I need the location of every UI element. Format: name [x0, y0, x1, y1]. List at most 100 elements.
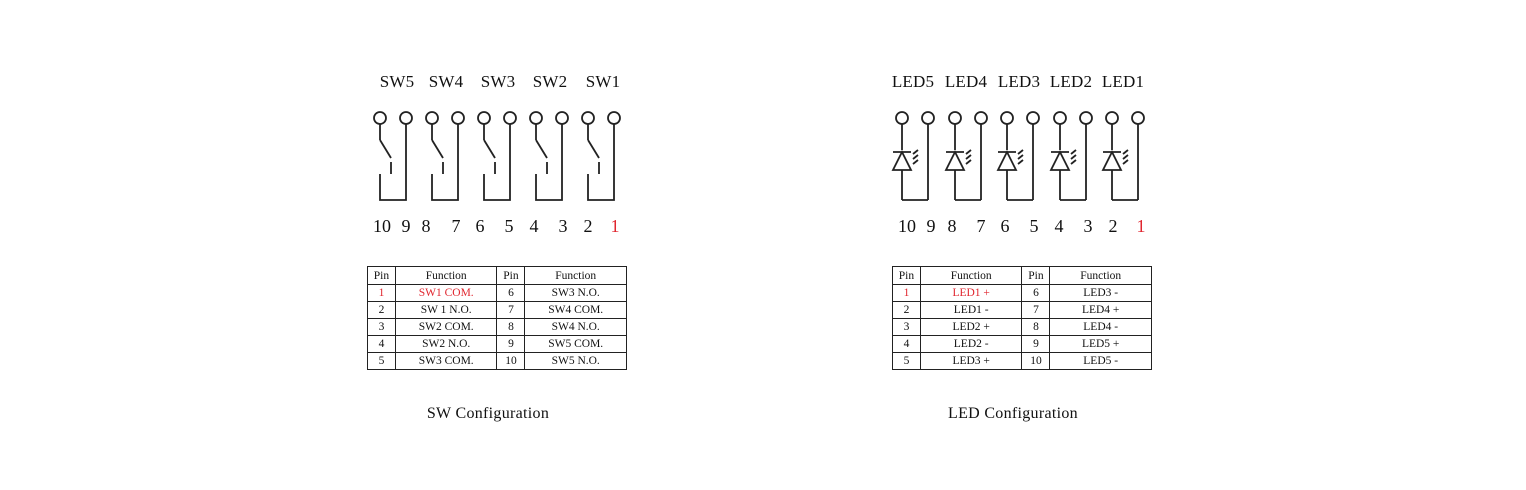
led-channel-labels: LED5 LED4 LED3 LED2 LED1 — [885, 72, 1165, 96]
pin-number: 9 — [926, 216, 936, 236]
sw-channel-label: SW1 — [585, 72, 621, 91]
led-channel-label: LED2 — [1049, 72, 1093, 91]
pin-number-highlighted: 1 — [610, 216, 620, 236]
switch-sw1-symbol — [581, 111, 621, 201]
pin-number: 10 — [373, 216, 391, 236]
table-cell: 7 — [1021, 301, 1051, 319]
column-header: Function — [1049, 266, 1152, 285]
table-cell: LED5 - — [1049, 352, 1152, 370]
table-cell: SW5 COM. — [524, 335, 627, 353]
sw-pin-function-table: Pin Function Pin Function 1 SW1 COM. 6 S… — [367, 266, 627, 370]
led-led1-symbol — [1101, 111, 1145, 201]
table-cell: 9 — [496, 335, 526, 353]
table-cell: 3 — [367, 318, 396, 336]
table-cell: SW3 N.O. — [524, 284, 627, 302]
pin-number: 4 — [1054, 216, 1064, 236]
table-cell: SW 1 N.O. — [394, 301, 498, 319]
table-cell: LED3 + — [919, 352, 1023, 370]
sw-switch-schematic — [373, 111, 621, 201]
led-configuration-panel: LED5 LED4 LED3 LED2 LED1 — [885, 0, 1165, 490]
led-led4-symbol — [944, 111, 988, 201]
table-row: 5 LED3 + 10 LED5 - — [892, 352, 1152, 370]
column-header: Pin — [892, 266, 921, 285]
table-cell: SW4 N.O. — [524, 318, 627, 336]
sw-channel-label: SW4 — [428, 72, 464, 91]
pin-number: 2 — [583, 216, 593, 236]
table-cell: LED2 + — [919, 318, 1023, 336]
pin-number: 3 — [558, 216, 568, 236]
table-cell: 8 — [496, 318, 526, 336]
table-cell: 5 — [367, 352, 396, 370]
pin-number: 5 — [1029, 216, 1039, 236]
led-channel-label: LED1 — [1101, 72, 1145, 91]
table-cell: 8 — [1021, 318, 1051, 336]
switch-sw4-symbol — [425, 111, 465, 201]
table-cell: SW2 N.O. — [394, 335, 498, 353]
column-header: Pin — [1021, 266, 1051, 285]
column-header: Function — [919, 266, 1023, 285]
table-cell: SW2 COM. — [394, 318, 498, 336]
led-channel-label: LED5 — [891, 72, 935, 91]
table-cell: 4 — [892, 335, 921, 353]
pin-number: 8 — [421, 216, 431, 236]
table-cell: LED3 - — [1049, 284, 1152, 302]
table-cell: SW1 COM. — [394, 284, 498, 302]
pin-number: 6 — [1000, 216, 1010, 236]
pin-number: 7 — [976, 216, 986, 236]
pin-number-highlighted: 1 — [1136, 216, 1146, 236]
table-row: 4 SW2 N.O. 9 SW5 COM. — [367, 335, 627, 353]
table-cell: 7 — [496, 301, 526, 319]
sw-channel-label: SW2 — [532, 72, 568, 91]
sw-configuration-panel: SW5 SW4 SW3 SW2 SW1 — [360, 0, 640, 490]
table-cell: 6 — [496, 284, 526, 302]
table-cell: LED4 + — [1049, 301, 1152, 319]
table-row: 1 LED1 + 6 LED3 - — [892, 284, 1152, 302]
table-row: 3 SW2 COM. 8 SW4 N.O. — [367, 318, 627, 336]
sw-channel-label: SW5 — [379, 72, 415, 91]
table-cell: SW5 N.O. — [524, 352, 627, 370]
switch-sw2-symbol — [529, 111, 569, 201]
table-cell: LED1 - — [919, 301, 1023, 319]
table-cell: SW4 COM. — [524, 301, 627, 319]
led-pin-numbers: 10 9 8 7 6 5 4 3 2 1 — [885, 216, 1165, 240]
table-row: 1 SW1 COM. 6 SW3 N.O. — [367, 284, 627, 302]
pin-number: 3 — [1083, 216, 1093, 236]
led-channel-label: LED4 — [944, 72, 988, 91]
column-header: Function — [524, 266, 627, 285]
sw-pin-numbers: 10 9 8 7 6 5 4 3 2 1 — [360, 216, 640, 240]
table-row: 4 LED2 - 9 LED5 + — [892, 335, 1152, 353]
led-channel-label: LED3 — [997, 72, 1041, 91]
table-cell: SW3 COM. — [394, 352, 498, 370]
table-cell: 10 — [1021, 352, 1051, 370]
pin-number: 7 — [451, 216, 461, 236]
table-cell: 1 — [367, 284, 396, 302]
table-cell: 2 — [367, 301, 396, 319]
table-cell: 6 — [1021, 284, 1051, 302]
table-cell: 10 — [496, 352, 526, 370]
column-header: Pin — [367, 266, 396, 285]
table-cell: 4 — [367, 335, 396, 353]
table-cell: 5 — [892, 352, 921, 370]
switch-sw5-symbol — [373, 111, 413, 201]
pin-number: 4 — [529, 216, 539, 236]
led-pin-function-table: Pin Function Pin Function 1 LED1 + 6 LED… — [892, 266, 1152, 370]
table-header-row: Pin Function Pin Function — [892, 266, 1152, 285]
table-row: 3 LED2 + 8 LED4 - — [892, 318, 1152, 336]
pin-number: 6 — [475, 216, 485, 236]
sw-channel-label: SW3 — [480, 72, 516, 91]
sw-channel-labels: SW5 SW4 SW3 SW2 SW1 — [360, 72, 640, 96]
pin-number: 8 — [947, 216, 957, 236]
table-cell: LED1 + — [919, 284, 1023, 302]
switch-sw3-symbol — [477, 111, 517, 201]
table-cell: LED4 - — [1049, 318, 1152, 336]
led-led3-symbol — [996, 111, 1040, 201]
table-row: 2 SW 1 N.O. 7 SW4 COM. — [367, 301, 627, 319]
pin-number: 10 — [898, 216, 916, 236]
column-header: Pin — [496, 266, 526, 285]
table-header-row: Pin Function Pin Function — [367, 266, 627, 285]
led-configuration-caption: LED Configuration — [948, 405, 1078, 422]
table-row: 2 LED1 - 7 LED4 + — [892, 301, 1152, 319]
column-header: Function — [394, 266, 498, 285]
table-cell: 2 — [892, 301, 921, 319]
led-led5-symbol — [891, 111, 935, 201]
